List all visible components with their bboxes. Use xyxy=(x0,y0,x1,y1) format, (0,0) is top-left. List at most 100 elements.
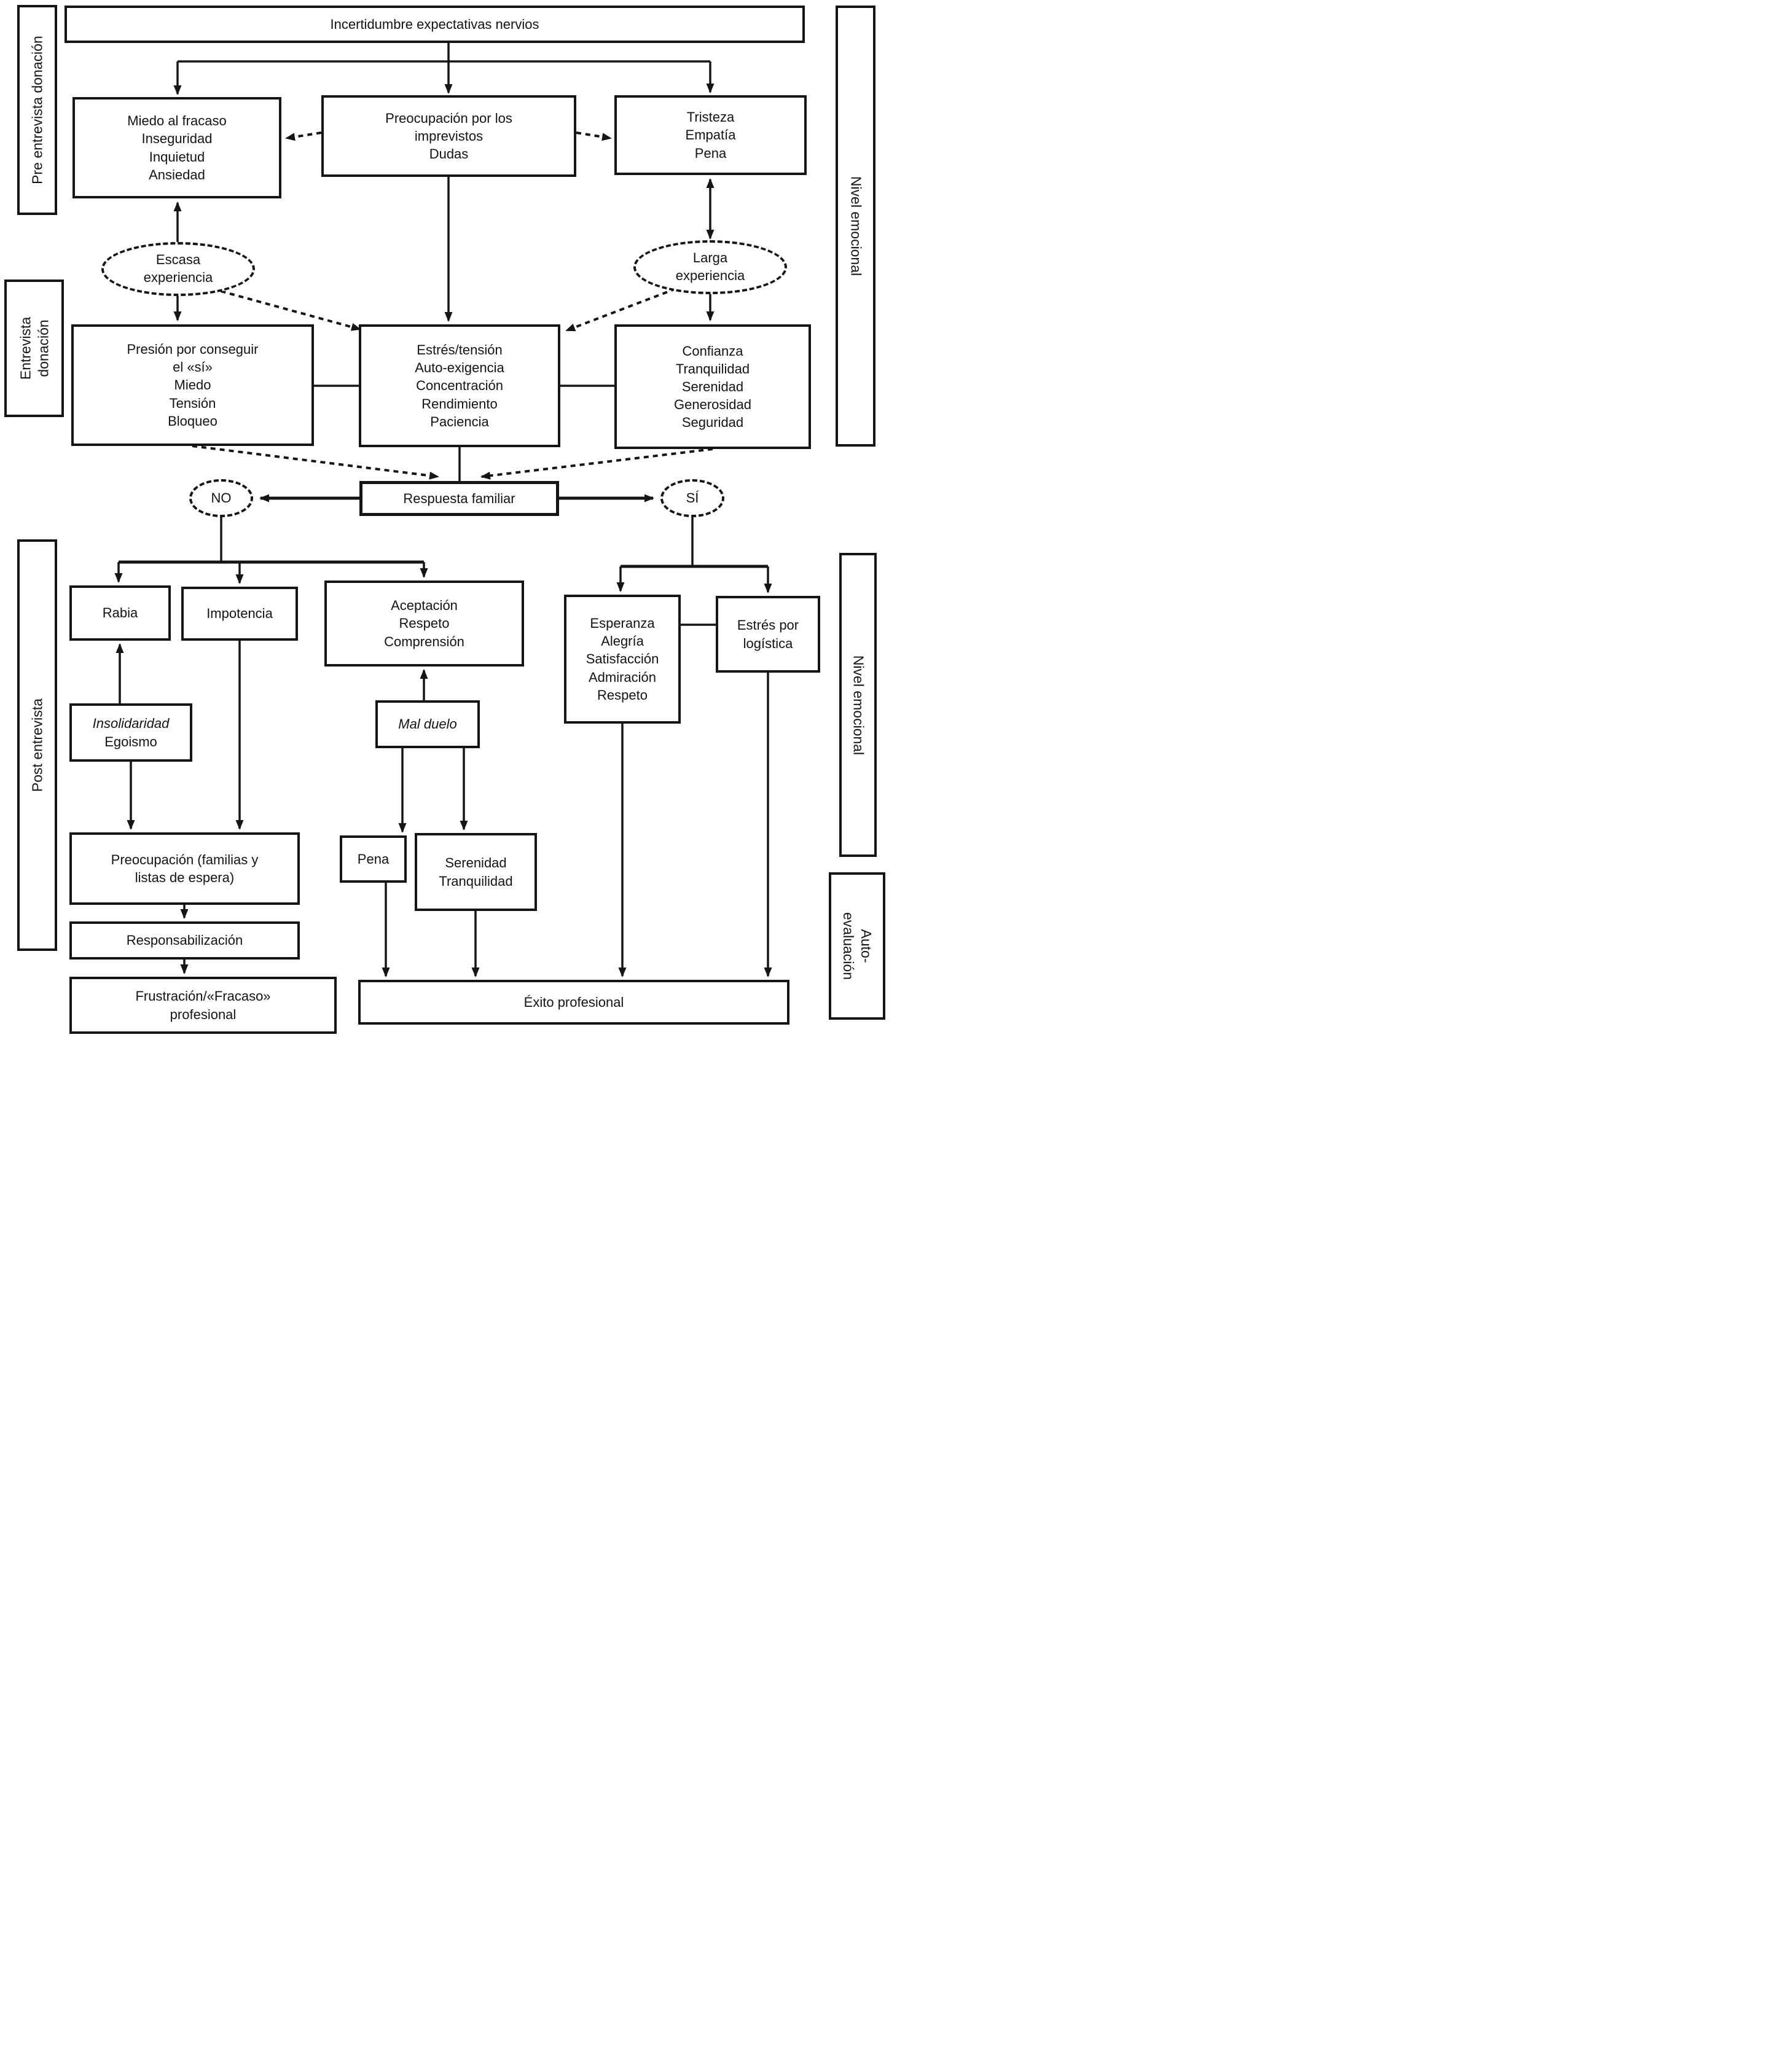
node-si: SÍ xyxy=(660,479,724,517)
node-esperanza: Esperanza Alegría Satisfacción Admiració… xyxy=(564,595,681,724)
node-label: Insolidaridad xyxy=(92,716,170,732)
node-preocupacion-familias: Preocupación (familias y listas de esper… xyxy=(69,832,300,905)
node-label: Ansiedad xyxy=(149,166,205,182)
node-label: imprevistos xyxy=(414,128,484,144)
node-label: Rendimiento xyxy=(421,396,498,412)
node-incertidumbre: Incertidumbre expectativas nervios xyxy=(65,6,805,43)
node-label: Estrés/tensión xyxy=(417,342,503,358)
node-label: Presión por conseguir xyxy=(127,342,259,358)
node-label: Pena xyxy=(694,145,727,161)
node-label: Preocupación por los xyxy=(385,110,512,126)
node-label: Preocupación (familias y xyxy=(111,851,259,867)
node-label: Respeto xyxy=(597,687,648,703)
node-responsabilizacion: Responsabilización xyxy=(69,921,300,960)
sidebar-label-text: Auto- xyxy=(858,929,874,963)
connector-presion-to-respuesta xyxy=(192,445,439,480)
node-label: Tranquilidad xyxy=(675,361,750,377)
flowchart-canvas: Pre entrevista donación Entrevista donac… xyxy=(0,0,889,1036)
node-label: Estrés por xyxy=(737,617,799,633)
connector-larga-to-estres xyxy=(565,287,676,332)
node-label: experiencia xyxy=(675,268,745,283)
node-label: Inseguridad xyxy=(141,131,213,147)
node-label: Respuesta familiar xyxy=(403,490,515,506)
sidebar-label-nivel-emocional-bottom: Nivel emocional xyxy=(839,553,877,857)
node-estres-tension: Estrés/tensión Auto-exigencia Concentrac… xyxy=(359,324,560,447)
node-label: Responsabilización xyxy=(126,932,243,948)
node-label: Mal duelo xyxy=(398,716,457,732)
node-aceptacion: Aceptación Respeto Comprensión xyxy=(324,581,524,667)
sidebar-label-text: Pre entrevista donación xyxy=(29,36,45,184)
sidebar-label-text: Entrevista xyxy=(17,316,33,380)
node-label: Dudas xyxy=(429,146,469,162)
node-label: Bloqueo xyxy=(168,413,217,429)
node-label: Impotencia xyxy=(206,606,273,622)
sidebar-label-text: evaluación xyxy=(840,912,856,980)
node-label: logística xyxy=(743,635,793,651)
connector-layer xyxy=(114,43,772,977)
sidebar-label-auto-evaluacion: Auto- evaluación xyxy=(829,872,885,1020)
node-label: Serenidad xyxy=(681,378,744,394)
node-estres-logistica: Estrés por logística xyxy=(716,596,820,673)
node-label: NO xyxy=(211,490,232,506)
node-pena: Pena xyxy=(340,835,407,883)
node-label: Aceptación xyxy=(391,598,458,614)
node-label: Seguridad xyxy=(681,415,744,431)
node-label: Comprensión xyxy=(384,633,464,649)
node-label: Empatía xyxy=(685,127,736,143)
node-exito-profesional: Éxito profesional xyxy=(358,980,789,1025)
node-label: Larga xyxy=(692,250,728,266)
node-label: Tranquilidad xyxy=(439,873,513,889)
node-serenidad: Serenidad Tranquilidad xyxy=(415,833,537,911)
node-frustracion: Frustración/«Fracaso» profesional xyxy=(69,977,337,1034)
node-rabia: Rabia xyxy=(69,585,171,641)
sidebar-label-entrevista-donacion: Entrevista donación xyxy=(4,280,64,417)
sidebar-label-post-entrevista: Post entrevista xyxy=(17,539,57,951)
node-insolidaridad: Insolidaridad Egoismo xyxy=(69,703,192,762)
sidebar-label-nivel-emocional-top: Nivel emocional xyxy=(836,6,875,447)
node-label: Serenidad xyxy=(445,855,507,871)
node-label: Confianza xyxy=(682,343,743,359)
node-label: Miedo xyxy=(174,377,211,393)
node-label: Admiración xyxy=(588,669,657,685)
node-mal-duelo: Mal duelo xyxy=(375,700,480,748)
node-miedo-fracaso: Miedo al fracaso Inseguridad Inquietud A… xyxy=(72,97,281,198)
node-label: Concentración xyxy=(416,378,503,394)
node-preocupacion-imprevistos: Preocupación por los imprevistos Dudas xyxy=(321,95,576,177)
sidebar-label-pre-entrevista: Pre entrevista donación xyxy=(17,5,57,215)
node-label: Escasa xyxy=(155,252,201,268)
node-larga-experiencia: Larga experiencia xyxy=(633,240,787,294)
node-label: Pena xyxy=(357,851,390,867)
node-no: NO xyxy=(189,479,253,517)
node-label: Esperanza xyxy=(590,616,655,631)
node-label: el «sí» xyxy=(173,359,213,375)
node-label: SÍ xyxy=(686,490,699,506)
node-label: Satisfacción xyxy=(585,651,659,667)
node-label: experiencia xyxy=(143,270,213,285)
connector-preocupacion-to-miedo xyxy=(285,131,322,141)
node-impotencia: Impotencia xyxy=(181,587,298,641)
node-label: Paciencia xyxy=(430,413,489,429)
node-label: Alegría xyxy=(601,633,644,649)
node-label: Rabia xyxy=(102,605,138,621)
node-label: Generosidad xyxy=(674,397,751,413)
node-label: Miedo al fracaso xyxy=(127,113,227,129)
node-label: Frustración/«Fracaso» xyxy=(135,988,271,1004)
sidebar-label-text: Post entrevista xyxy=(29,698,45,792)
node-label: Éxito profesional xyxy=(523,994,624,1010)
node-label: Tensión xyxy=(169,395,216,411)
node-label: Egoismo xyxy=(104,733,157,749)
node-label: Respeto xyxy=(399,616,450,631)
sidebar-label-text: Nivel emocional xyxy=(850,655,866,755)
node-label: profesional xyxy=(170,1006,237,1022)
node-presion: Presión por conseguir el «sí» Miedo Tens… xyxy=(71,324,314,446)
connector-escasa-to-estres xyxy=(211,287,361,331)
connector-preocupacion-to-tristeza xyxy=(576,131,612,141)
node-confianza: Confianza Tranquilidad Serenidad Generos… xyxy=(614,324,811,449)
node-label: Tristeza xyxy=(686,109,735,125)
node-label: Inquietud xyxy=(149,149,205,165)
connector-confianza-to-respuesta xyxy=(480,448,713,480)
node-label: listas de espera) xyxy=(135,870,235,885)
node-label: Auto-exigencia xyxy=(415,360,504,376)
node-escasa-experiencia: Escasa experiencia xyxy=(101,242,255,296)
node-respuesta-familiar: Respuesta familiar xyxy=(359,481,559,516)
